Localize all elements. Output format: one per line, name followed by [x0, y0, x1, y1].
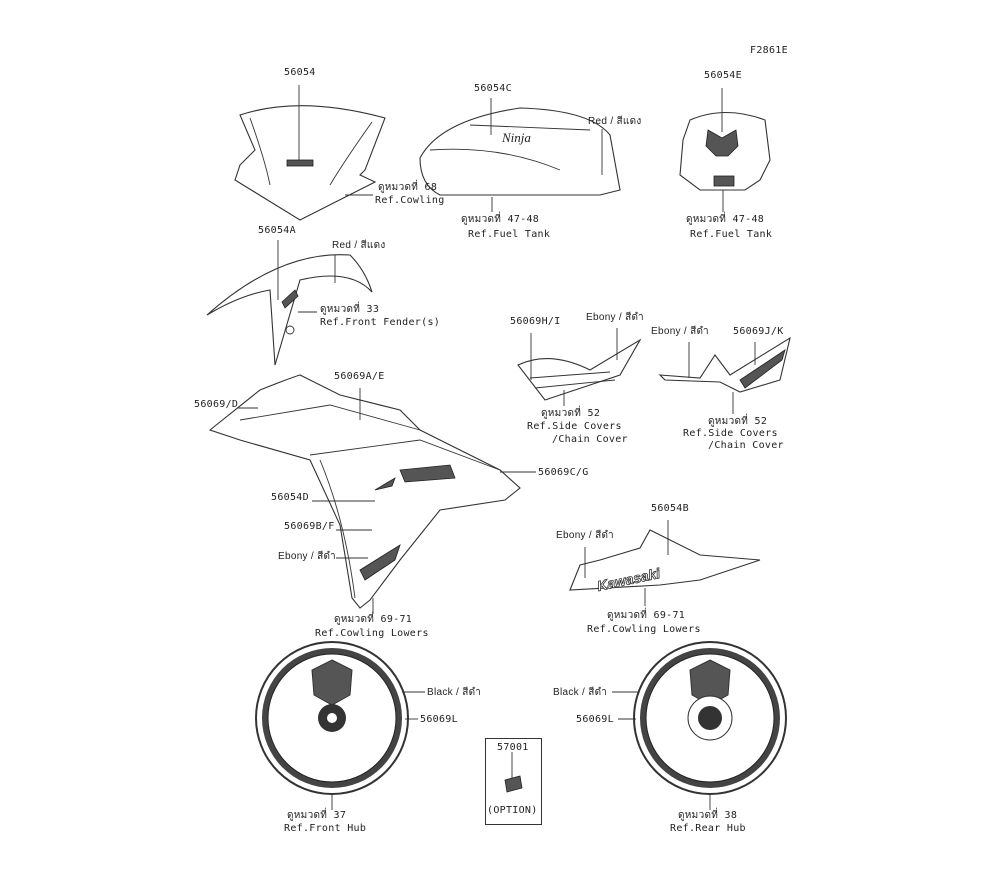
ref-side-en-2: Ref.Side Covers	[683, 428, 778, 439]
color-ebony-lower: Ebony / สีดำ	[556, 530, 614, 541]
ref-side-en2-2: /Chain Cover	[708, 440, 784, 451]
ref-fuel-th: ดูหมวดที่ 47-48	[461, 214, 540, 225]
part-56069L-rear: 56069L	[576, 714, 614, 725]
ref-fender-en: Ref.Front Fender(s)	[320, 317, 441, 328]
ref-fuel-en: Ref.Fuel Tank	[468, 229, 551, 240]
ref-cowling-th: ดูหมวดที่ 68	[378, 182, 438, 193]
rear-wheel-drawing	[612, 641, 787, 810]
part-56054C: 56054C	[474, 83, 512, 94]
ref-side-en: Ref.Side Covers	[527, 421, 622, 432]
windscreen-drawing	[234, 85, 386, 221]
ref-side-th-2: ดูหมวดที่ 52	[708, 416, 768, 427]
chain-cover-drawing	[658, 336, 791, 414]
front-wheel-drawing	[255, 641, 425, 810]
color-red-tank: Red / สีแดง	[588, 116, 642, 127]
part-56069JK: 56069J/K	[733, 326, 784, 337]
part-56054D: 56054D	[271, 492, 309, 503]
color-black-rear: Black / สีดำ	[553, 687, 608, 698]
ref-lowers-th-2: ดูหมวดที่ 69-71	[607, 610, 686, 621]
figure-code: F2861E	[750, 45, 788, 56]
ref-fuel-th-2: ดูหมวดที่ 47-48	[686, 214, 765, 225]
part-56069CG: 56069C/G	[538, 467, 589, 478]
color-ebony-sidecover: Ebony / สีดำ	[586, 312, 644, 323]
color-ebony-chaincover: Ebony / สีดำ	[651, 326, 709, 337]
part-56069AE: 56069A/E	[334, 371, 385, 382]
ref-side-en2: /Chain Cover	[552, 434, 628, 445]
ref-cowling-en: Ref.Cowling	[375, 195, 445, 206]
ref-lowers-en-2: Ref.Cowling Lowers	[587, 624, 701, 635]
ref-fender-th: ดูหมวดที่ 33	[320, 304, 380, 315]
part-56069L-front: 56069L	[420, 714, 458, 725]
ref-rearhub-th: ดูหมวดที่ 38	[678, 810, 738, 821]
option-box	[485, 738, 542, 825]
ref-rearhub-en: Ref.Rear Hub	[670, 823, 746, 834]
part-56069BF: 56069B/F	[284, 521, 335, 532]
ref-fronthub-en: Ref.Front Hub	[284, 823, 367, 834]
front-cowl-drawing	[679, 88, 771, 212]
color-black-front: Black / สีดำ	[427, 687, 482, 698]
fuel-tank-drawing: Ninja	[419, 98, 621, 212]
ninja-logo: Ninja	[501, 130, 531, 145]
side-cover-drawing	[517, 328, 642, 406]
side-fairing-drawing	[208, 374, 536, 614]
part-57001: 57001	[497, 742, 529, 753]
lower-cowl-drawing: Kawasaki	[569, 520, 761, 606]
ref-fuel-en-2: Ref.Fuel Tank	[690, 229, 773, 240]
part-57001-drawing	[504, 752, 523, 793]
ref-lowers-en: Ref.Cowling Lowers	[315, 628, 429, 639]
ref-lowers-th: ดูหมวดที่ 69-71	[334, 614, 413, 625]
part-56054: 56054	[284, 67, 316, 78]
part-56069HI: 56069H/I	[510, 316, 561, 327]
part-56054B: 56054B	[651, 503, 689, 514]
option-label: (OPTION)	[487, 805, 538, 816]
part-56054A: 56054A	[258, 225, 296, 236]
ref-fronthub-th: ดูหมวดที่ 37	[287, 810, 347, 821]
part-56054E: 56054E	[704, 70, 742, 81]
front-fender-drawing	[206, 240, 373, 366]
color-red-fender: Red / สีแดง	[332, 240, 386, 251]
color-ebony-fairing: Ebony / สีดำ	[278, 551, 336, 562]
part-56069D: 56069/D	[194, 399, 239, 410]
ref-side-th: ดูหมวดที่ 52	[541, 408, 601, 419]
